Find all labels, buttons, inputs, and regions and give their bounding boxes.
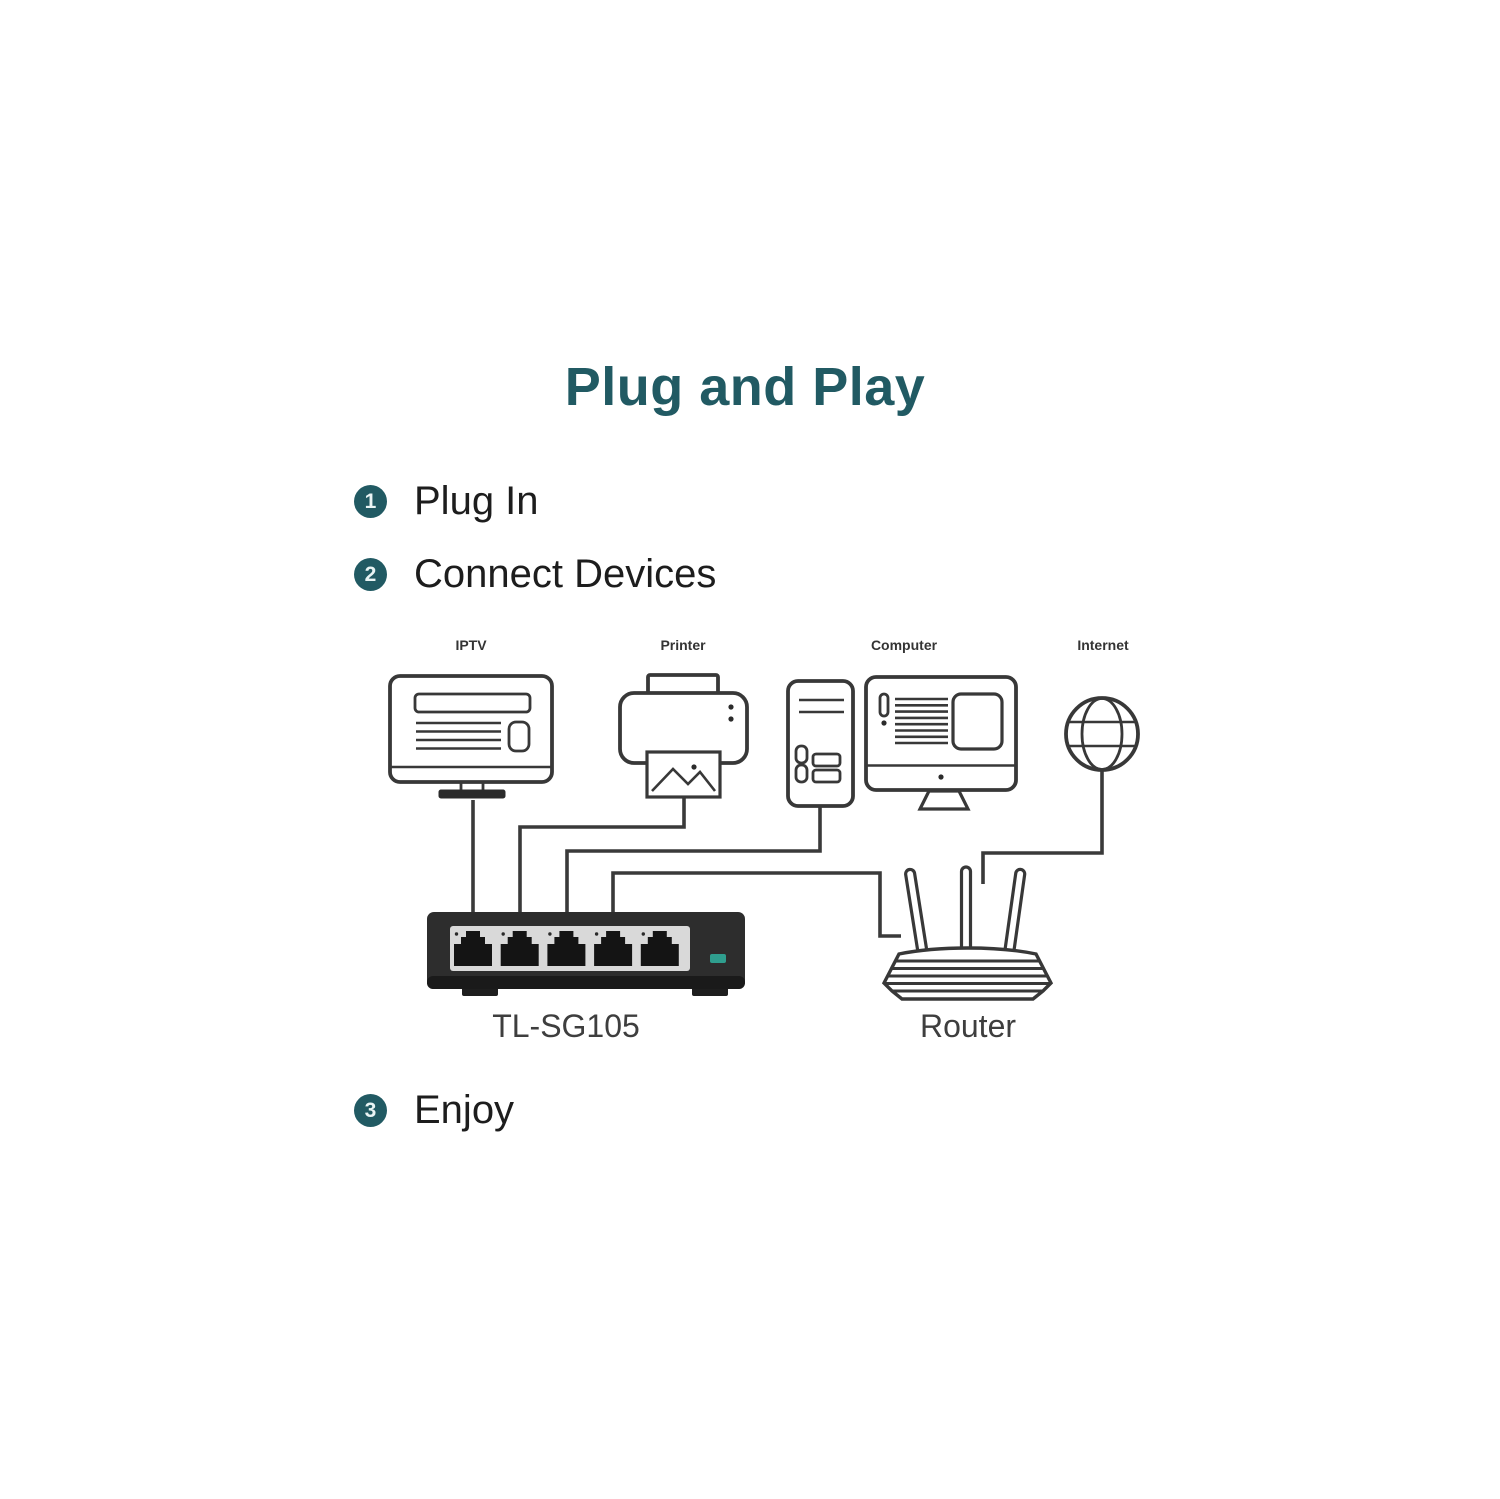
cable-printer-to-switch	[518, 797, 686, 914]
device-label-printer: Printer	[660, 637, 706, 653]
step-2-label: Connect Devices	[414, 551, 717, 596]
tv-icon	[388, 674, 554, 799]
router-antenna-right	[1003, 867, 1027, 955]
printer-output-paper	[645, 750, 722, 799]
computer-icon	[786, 675, 1018, 811]
monitor-alert-mark	[878, 692, 890, 718]
router-antenna-middle	[959, 865, 973, 955]
printer-photo-mountains	[651, 767, 717, 792]
cable-switch-to-router	[611, 871, 901, 938]
step-2-number-badge: 2	[354, 557, 387, 591]
router-antenna-left	[904, 867, 928, 955]
router-icon	[882, 865, 1053, 1001]
port-led-dot	[548, 932, 552, 936]
router-stripes	[884, 959, 1051, 993]
port-led-dot	[454, 932, 459, 936]
step-1-number-badge: 1	[354, 484, 387, 518]
monitor-chin-dot	[938, 774, 944, 780]
cables	[471, 771, 1104, 938]
printer-icon	[618, 673, 749, 799]
cable-internet-to-router	[981, 771, 1104, 884]
step-item-plug-in: 1 Plug In	[354, 478, 539, 523]
printer-led-dot	[728, 704, 734, 710]
step-item-connect-devices: 2 Connect Devices	[354, 551, 717, 596]
monitor-stand	[917, 789, 971, 811]
cable-computer-to-switch	[565, 807, 822, 914]
device-label-internet: Internet	[1077, 637, 1129, 653]
globe-meridian	[1080, 697, 1124, 771]
globe-circle	[1064, 696, 1140, 772]
tv-stand-base	[438, 789, 506, 799]
device-label-computer: Computer	[870, 637, 938, 653]
port-led-dot	[641, 932, 645, 936]
port-led-dot	[594, 932, 599, 936]
port-led-dot	[501, 932, 505, 936]
printer-led-dot	[728, 716, 734, 722]
page-title: Plug and Play	[564, 357, 926, 417]
tower-drive-bay	[811, 768, 842, 784]
globe-icon	[1064, 696, 1140, 772]
printer-photo-sun	[691, 764, 697, 770]
switch-bottom-lip	[427, 976, 745, 989]
monitor-alert-dot	[881, 720, 887, 726]
monitor-window-tile	[951, 692, 1004, 751]
step-3-number-badge: 3	[354, 1093, 387, 1127]
step-1-label: Plug In	[414, 478, 539, 523]
router-label: Router	[919, 1008, 1017, 1044]
tv-button-tile	[507, 720, 531, 753]
step-item-enjoy: 3 Enjoy	[354, 1087, 515, 1132]
step-3-label: Enjoy	[414, 1087, 515, 1132]
tv-menu-bar	[413, 692, 532, 714]
device-label-iptv: IPTV	[455, 637, 487, 653]
switch-power-led	[710, 954, 726, 963]
tower-drive-bay	[811, 752, 842, 768]
tower-port	[794, 763, 809, 784]
ethernet-switch-icon	[427, 912, 745, 996]
switch-model-label: TL-SG105	[492, 1008, 640, 1044]
tower-port	[794, 744, 809, 765]
